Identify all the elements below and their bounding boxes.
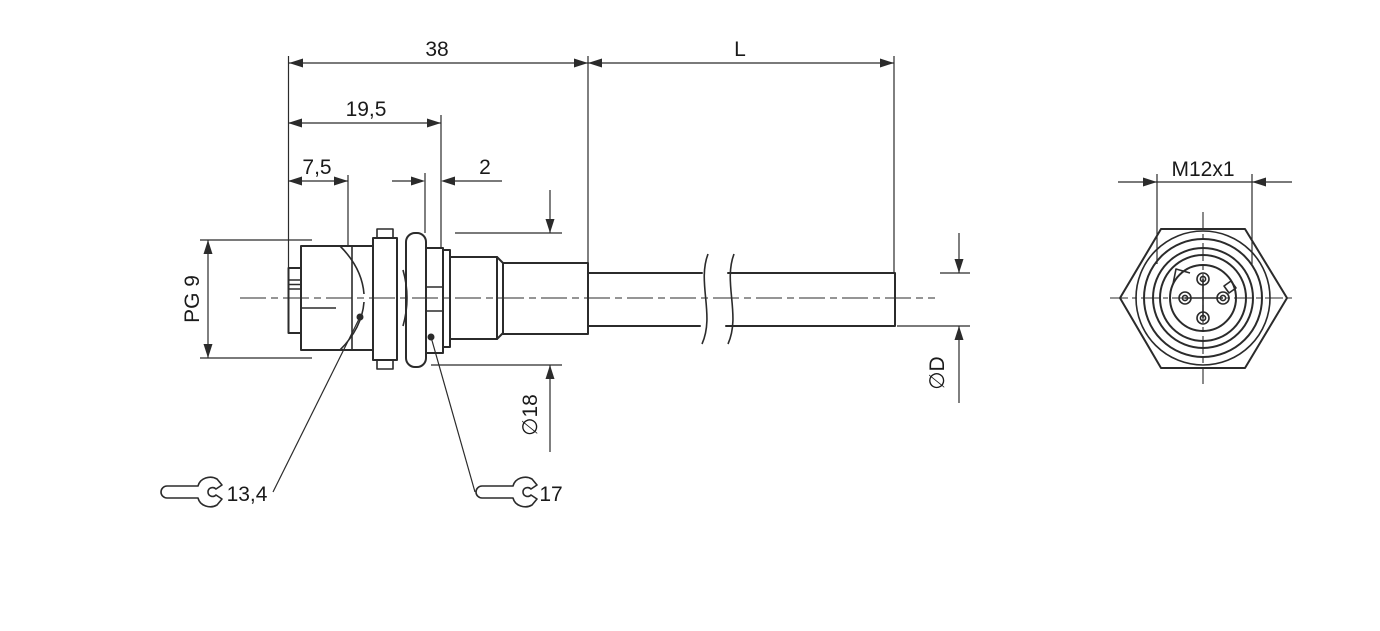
arrowhead <box>203 240 213 254</box>
arrowhead <box>545 219 555 233</box>
dimension-2: 2 <box>392 156 502 233</box>
cable <box>587 253 896 345</box>
hex-nut-facets <box>426 286 443 312</box>
leader-line <box>430 336 476 493</box>
coding-key-square <box>1223 280 1237 294</box>
arrowhead <box>289 58 303 68</box>
arrowhead <box>954 259 964 273</box>
dimension-7-5: 7,5 <box>288 156 349 245</box>
dimension-19-5: 19,5 <box>288 98 442 248</box>
dimension-m12x1: M12x1 <box>1118 158 1292 264</box>
cable-outline <box>587 272 896 327</box>
dimension-diaD: ∅D <box>897 233 970 403</box>
wrench-callout-17: 17 <box>427 333 563 508</box>
arrowhead <box>411 176 425 186</box>
end-view: M12x1 <box>1110 158 1296 384</box>
cable-break-symbol <box>701 253 735 345</box>
dimension-dia18: ∅18 <box>431 190 562 452</box>
arrowhead <box>288 118 302 128</box>
arrowhead <box>545 365 555 379</box>
dim-dia18-label: ∅18 <box>519 394 542 436</box>
rear-thread-lines <box>288 279 301 290</box>
arrowhead <box>288 176 302 186</box>
dim-m12x1-label: M12x1 <box>1171 158 1234 181</box>
wrench-callout-13-4: 13,4 <box>160 313 364 508</box>
rear-thread-stub <box>287 267 302 334</box>
dim-pg9-label: PG 9 <box>181 275 204 323</box>
arrowhead <box>203 344 213 358</box>
arrowhead <box>441 176 455 186</box>
dim-L-label: L <box>734 38 746 61</box>
seal-washer <box>405 232 427 368</box>
arrowhead <box>427 118 441 128</box>
side-view: 38 L 19,5 7,5 2 <box>160 38 970 508</box>
hex-body-chamfer <box>301 245 365 351</box>
wrench-17-label: 17 <box>539 483 562 506</box>
dimension-L: L <box>588 38 895 273</box>
arrowhead <box>880 58 894 68</box>
front-sleeve <box>502 262 589 335</box>
leader-line <box>272 316 361 493</box>
flange-disc <box>372 228 398 370</box>
arrowhead <box>1252 177 1266 187</box>
arrowhead <box>588 58 602 68</box>
wrench-13-4-label: 13,4 <box>227 483 268 506</box>
dim-19-5-label: 19,5 <box>346 98 387 121</box>
dim-diaD-label: ∅D <box>926 356 949 389</box>
dimension-38: 38 <box>287 38 589 268</box>
dim-38-label: 38 <box>425 38 448 61</box>
dim-7-5-label: 7,5 <box>302 156 331 179</box>
arrowhead <box>334 176 348 186</box>
arrowhead <box>1143 177 1157 187</box>
arrowhead <box>954 326 964 340</box>
open-end-wrench-icon <box>475 476 538 508</box>
dimension-pg9: PG 9 <box>181 239 312 359</box>
dim-2-label: 2 <box>479 156 491 179</box>
open-end-wrench-icon <box>160 476 223 508</box>
coding-key-notch <box>1172 268 1191 285</box>
arrowhead <box>574 58 588 68</box>
